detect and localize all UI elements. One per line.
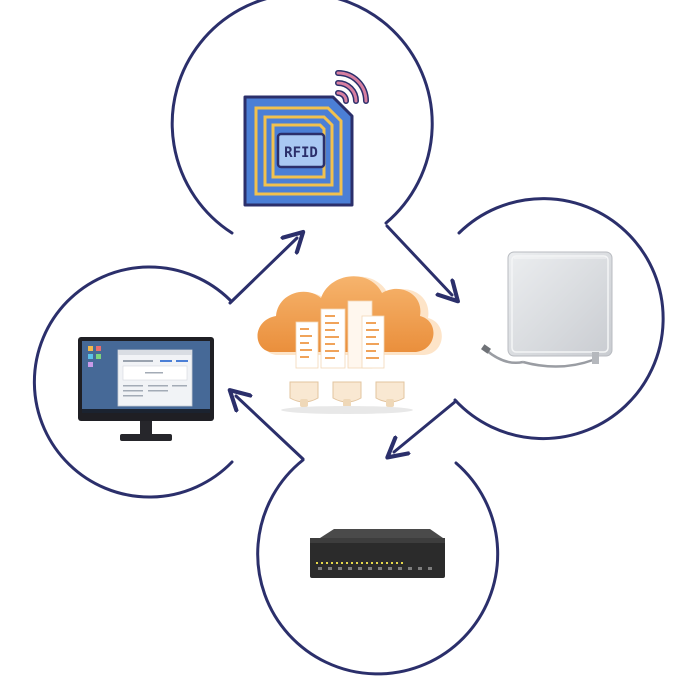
circle-outlines — [32, 0, 665, 676]
rfid-tag-icon: RFID — [243, 70, 369, 207]
arrow-tag-to-antenna — [385, 224, 452, 295]
top-circle-arc — [170, 0, 434, 235]
storage-drives — [281, 381, 413, 414]
rfid-antenna-panel-icon — [481, 251, 613, 368]
arrow-computer-to-tag — [228, 238, 297, 305]
rfid-reader-device-icon — [310, 529, 445, 578]
desktop-monitor-icon — [78, 337, 214, 441]
arrow-antenna-to-reader — [394, 399, 458, 452]
right-circle-arc — [453, 197, 665, 441]
server-racks — [295, 300, 385, 369]
flow-arrows — [228, 224, 458, 461]
cloud-database-icon — [257, 276, 442, 414]
arrow-reader-to-computer — [236, 396, 305, 461]
rfid-tag-label: RFID — [284, 145, 318, 161]
bottom-circle-arc — [256, 458, 500, 676]
left-circle-arc — [32, 265, 234, 499]
desktop-app-icons — [88, 346, 101, 367]
